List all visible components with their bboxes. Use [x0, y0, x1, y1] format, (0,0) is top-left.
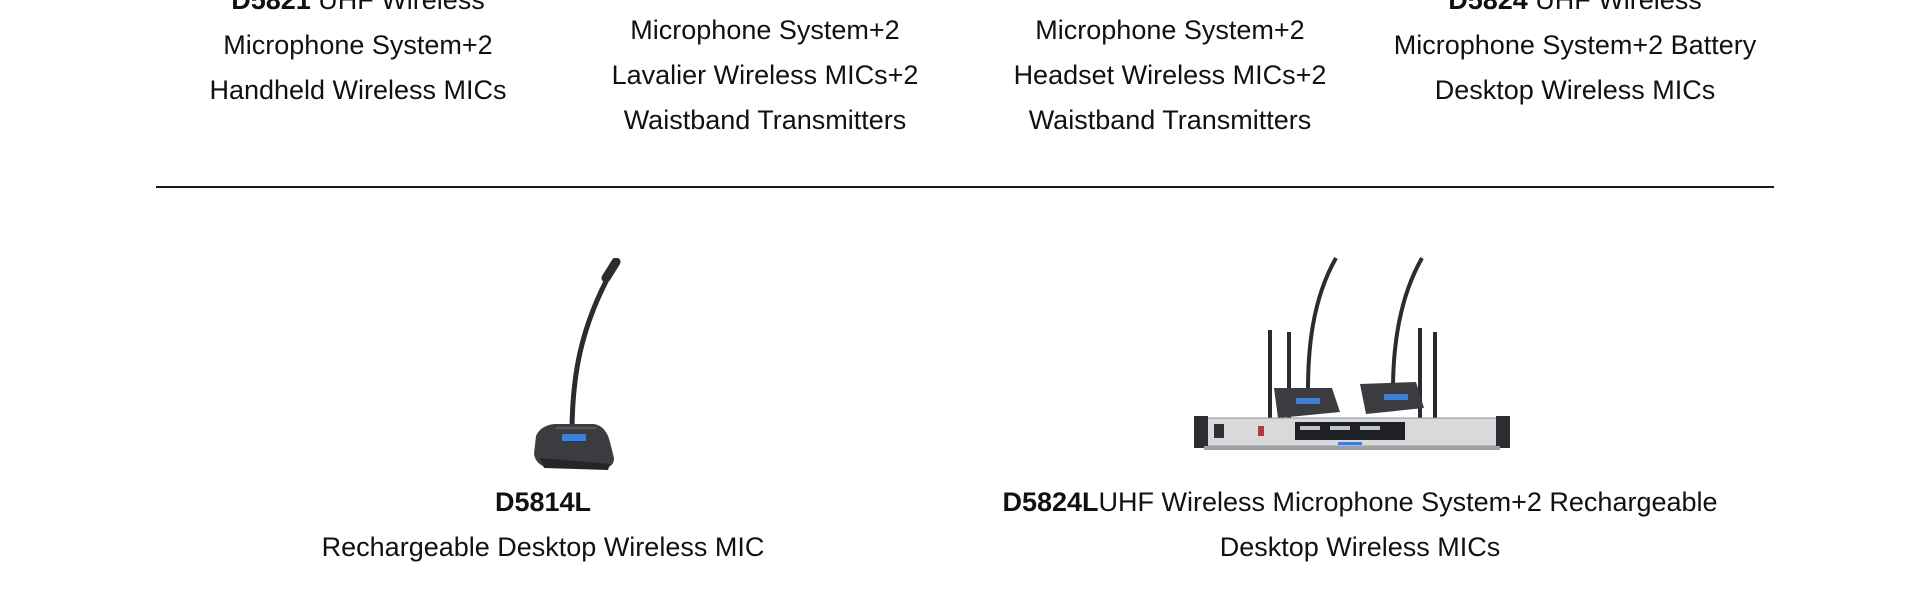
caption-d5824: D5824 UHF Wireless Microphone System+2 B… — [1365, 0, 1785, 113]
caption-line: Waistband Transmitters — [1028, 105, 1312, 135]
model-name: D5824L — [1002, 487, 1099, 517]
desktop-gooseneck-mic-icon — [534, 257, 621, 470]
wireless-system-with-two-desktop-mics-icon — [1194, 257, 1510, 450]
caption-headset-system: Microphone System+2 Headset Wireless MIC… — [970, 8, 1370, 143]
caption-d5824l: D5824LUHF Wireless Microphone System+2 R… — [980, 480, 1740, 570]
model-name: D5824 — [1448, 0, 1528, 15]
model-name: D5814L — [494, 487, 592, 517]
caption-line: Waistband Transmitters — [623, 105, 907, 135]
caption-line: Desktop Wireless MICs — [1219, 532, 1501, 562]
caption-lavalier-system: Microphone System+2 Lavalier Wireless MI… — [565, 8, 965, 143]
section-divider — [156, 186, 1774, 188]
caption-d5821: D5821 UHF Wireless Microphone System+2 H… — [158, 0, 558, 113]
caption-line: Microphone System+2 — [223, 30, 493, 60]
caption-line: UHF Wireless — [1527, 0, 1702, 15]
caption-line: UHF Wireless Microphone System+2 Recharg… — [1098, 487, 1718, 517]
caption-line: Lavalier Wireless MICs+2 — [611, 60, 919, 90]
caption-line: Microphone System+2 — [630, 15, 900, 45]
caption-line: UHF Wireless — [310, 0, 485, 15]
caption-line: Microphone System+2 — [1035, 15, 1305, 45]
caption-line: Headset Wireless MICs+2 — [1013, 60, 1327, 90]
desktop-gooseneck-mic-image — [520, 257, 630, 472]
caption-line: Microphone System+2 Battery — [1393, 30, 1757, 60]
model-name: D5821 — [231, 0, 311, 15]
caption-d5814l: D5814L Rechargeable Desktop Wireless MIC — [300, 480, 786, 570]
caption-line: Rechargeable Desktop Wireless MIC — [321, 532, 765, 562]
caption-line: Handheld Wireless MICs — [209, 75, 507, 105]
wireless-system-image — [1190, 250, 1510, 460]
caption-line: Desktop Wireless MICs — [1434, 75, 1716, 105]
